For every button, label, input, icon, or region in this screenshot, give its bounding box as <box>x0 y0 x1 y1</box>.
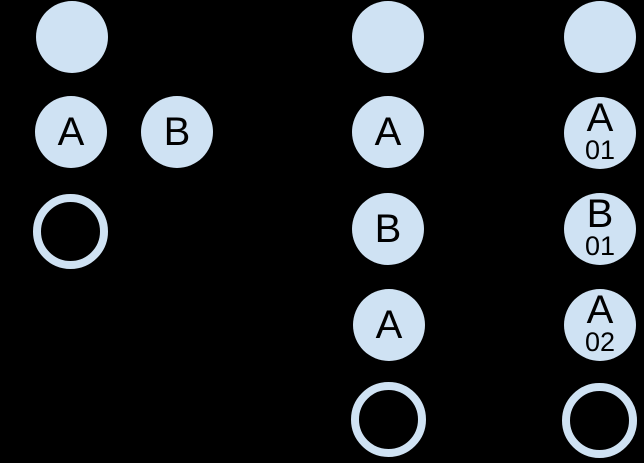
node-sublabel: 02 <box>584 327 616 358</box>
node-label: B <box>374 206 402 251</box>
event-node-a: A <box>35 96 107 168</box>
event-node-a: A <box>352 96 424 168</box>
node-label: B <box>163 109 191 154</box>
end-ring-node <box>561 382 637 458</box>
event-node-a: A <box>353 289 425 361</box>
start-node <box>352 1 424 73</box>
node-label: A <box>586 288 614 333</box>
start-node <box>564 1 636 73</box>
node-label: A <box>374 109 402 154</box>
node-label: A <box>586 96 614 141</box>
node-label: B <box>586 192 614 237</box>
event-node-b: B <box>141 96 213 168</box>
node-sublabel: 01 <box>584 135 616 166</box>
node-label: A <box>375 302 403 347</box>
event-node-b: B <box>352 193 424 265</box>
node-label: A <box>57 109 85 154</box>
end-ring-node <box>32 193 108 269</box>
start-node <box>36 1 108 73</box>
end-ring-node <box>350 381 426 457</box>
node-sublabel: 01 <box>584 231 616 262</box>
